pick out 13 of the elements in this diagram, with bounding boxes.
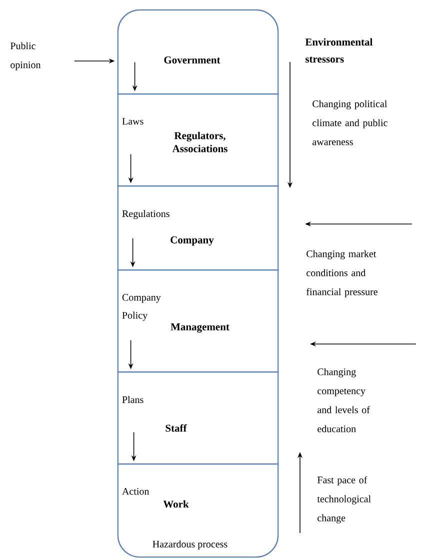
- heading: Environmental stressors: [305, 38, 372, 63]
- edge-label: Action: [122, 488, 150, 495]
- stressor-label: Changing market conditions and financial pressure: [306, 250, 378, 298]
- edge-label: Company Policy: [122, 294, 161, 321]
- stressor-label: Fast pace of technological change: [317, 476, 371, 524]
- stressor-label: Changing competency and levels of education: [318, 368, 370, 432]
- level-band: Government: [117, 9, 279, 95]
- edge-label: Plans: [122, 396, 144, 404]
- column-outline: [118, 10, 278, 558]
- edge-label: Regulations: [122, 210, 170, 220]
- edge-label: Laws: [122, 118, 144, 125]
- input-label: Public opinion: [10, 42, 41, 70]
- stressor-label: Changing political climate and public awareness: [312, 100, 388, 146]
